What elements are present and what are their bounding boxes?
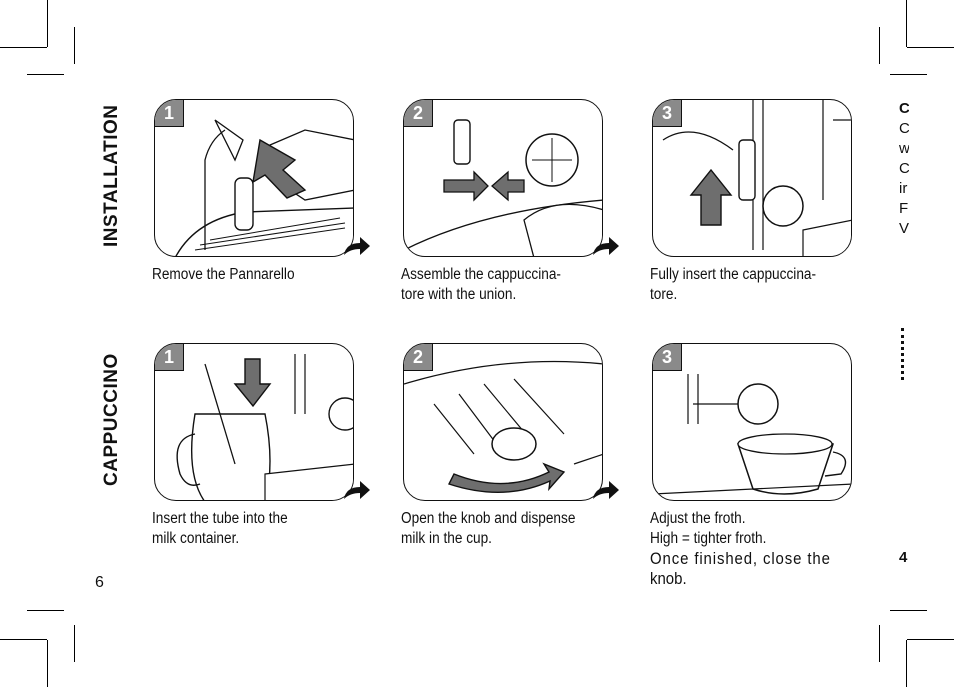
crop-mark xyxy=(890,74,927,75)
next-arrow-icon xyxy=(593,481,619,499)
crop-mark xyxy=(907,47,954,48)
installation-step-1-illustration: 1 xyxy=(154,99,354,257)
cappuccino-step-3-illustration: 3 xyxy=(652,343,852,501)
section-title-installation: INSTALLATION xyxy=(101,104,122,248)
installation-step-3-illustration: 3 xyxy=(652,99,852,257)
step-number-badge: 3 xyxy=(653,100,682,127)
crop-mark xyxy=(879,625,880,662)
installation-step-2-caption: Assemble the cappuccina- tore with the u… xyxy=(401,266,561,303)
step-number-badge: 2 xyxy=(404,100,433,127)
installation-step-1-caption: Remove the Pannarello xyxy=(152,266,295,283)
section-title-cappuccino: CAPPUCCINO xyxy=(101,353,122,486)
next-arrow-icon xyxy=(344,481,370,499)
crop-mark xyxy=(906,640,907,687)
cappuccino-step-1-caption: Insert the tube into the milk container. xyxy=(152,510,288,547)
next-arrow-icon xyxy=(593,237,619,255)
installation-step-2-illustration: 2 xyxy=(403,99,603,257)
cappuccino-step-2-illustration: 2 xyxy=(403,343,603,501)
adjacent-page-dots xyxy=(901,328,907,380)
step-number-badge: 2 xyxy=(404,344,433,371)
crop-mark xyxy=(0,47,47,48)
crop-mark xyxy=(0,639,47,640)
crop-mark xyxy=(27,74,64,75)
crop-mark xyxy=(74,27,75,64)
crop-mark xyxy=(47,0,48,47)
crop-mark xyxy=(27,610,64,611)
crop-mark xyxy=(879,27,880,64)
step-number-badge: 3 xyxy=(653,344,682,371)
crop-mark xyxy=(47,640,48,687)
crop-mark xyxy=(74,625,75,662)
step-number-badge: 1 xyxy=(155,344,184,371)
page-number: 6 xyxy=(95,574,104,591)
installation-step-3-caption: Fully insert the cappuccina- tore. xyxy=(650,266,817,303)
crop-mark xyxy=(890,610,927,611)
crop-mark xyxy=(907,639,954,640)
adjacent-page-fragment: C C w C ir F V xyxy=(899,100,909,237)
crop-mark xyxy=(906,0,907,47)
cappuccino-step-1-illustration: 1 xyxy=(154,343,354,501)
step-number-badge: 1 xyxy=(155,100,184,127)
cappuccino-step-3-caption: Adjust the froth. High = tighter froth. … xyxy=(650,510,831,588)
next-arrow-icon xyxy=(344,237,370,255)
adjacent-page-number: 4 xyxy=(899,549,908,566)
cappuccino-step-2-caption: Open the knob and dispense milk in the c… xyxy=(401,510,576,547)
